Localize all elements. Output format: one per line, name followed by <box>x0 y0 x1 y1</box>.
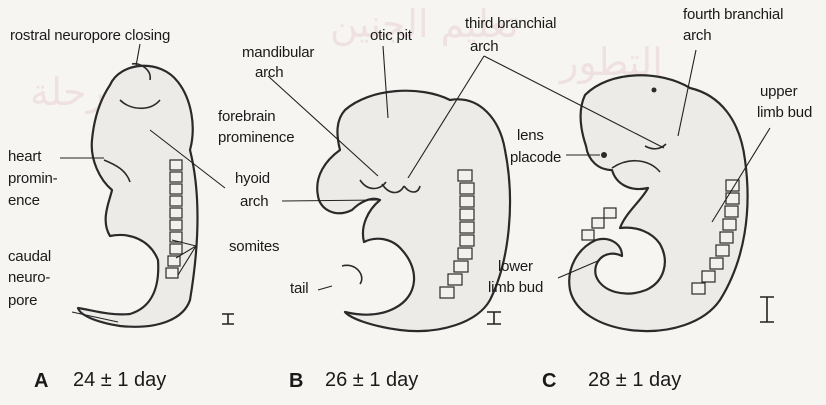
panel-c-letter: C <box>542 370 556 393</box>
label-somites: somites <box>229 238 279 255</box>
label-third-branchial-arch-line1: third branchial <box>465 15 556 32</box>
label-caudal-neuropore-line2: neuro- <box>8 269 50 286</box>
label-hyoid-arch-line1: hyoid <box>235 170 270 187</box>
label-heart-prominence-line3: ence <box>8 192 40 209</box>
label-lower-limb-bud-line1: lower <box>498 258 533 275</box>
panel-c-age: 28 ± 1 day <box>588 369 681 392</box>
embryo-a-drawing <box>60 44 234 327</box>
panel-b-letter: B <box>289 370 303 393</box>
label-tail: tail <box>290 280 308 297</box>
label-caudal-neuropore-line1: caudal <box>8 248 51 265</box>
label-lens-placode-line1: lens <box>517 127 544 144</box>
panel-a-age: 24 ± 1 day <box>73 369 166 392</box>
label-fourth-branchial-arch-line2: arch <box>683 27 711 44</box>
label-upper-limb-bud-line1: upper <box>760 83 797 100</box>
label-caudal-neuropore-line3: pore <box>8 292 37 309</box>
eye-spot <box>652 88 657 93</box>
panel-a-letter: A <box>34 370 48 393</box>
label-lower-limb-bud-line2: limb bud <box>488 279 543 296</box>
label-mandibular-arch-line2: arch <box>255 64 283 81</box>
label-third-branchial-arch-line2: arch <box>470 38 498 55</box>
label-upper-limb-bud-line2: limb bud <box>757 104 812 121</box>
panel-b-age: 26 ± 1 day <box>325 369 418 392</box>
label-fourth-branchial-arch-line1: fourth branchial <box>683 6 783 23</box>
lens-spot <box>601 152 607 158</box>
label-heart-prominence-line1: heart <box>8 148 41 165</box>
label-rostral-neuropore-closing: rostral neuropore closing <box>10 27 170 44</box>
label-heart-prominence-line2: promin- <box>8 170 57 187</box>
label-mandibular-arch-line1: mandibular <box>242 44 314 61</box>
label-hyoid-arch-line2: arch <box>240 193 268 210</box>
label-otic-pit: otic pit <box>370 27 412 44</box>
label-forebrain-prominence-line2: prominence <box>218 129 294 146</box>
label-lens-placode-line2: placode <box>510 149 561 166</box>
label-forebrain-prominence-line1: forebrain <box>218 108 275 125</box>
